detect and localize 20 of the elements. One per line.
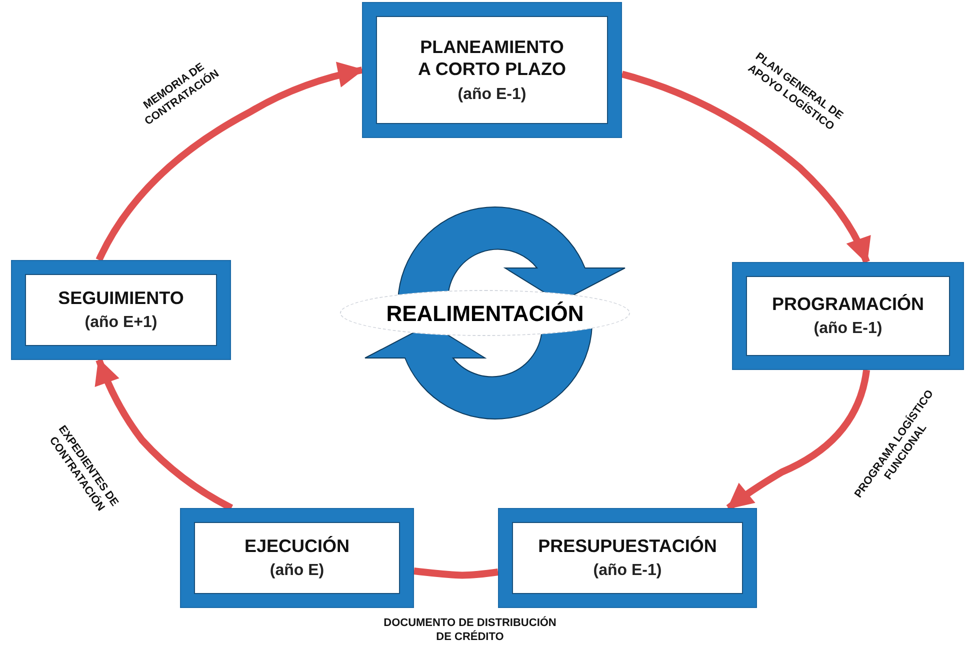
node-title: REALIMENTACIÓN (386, 300, 584, 328)
process-box (362, 2, 622, 138)
node-subtitle: (año E-1) (593, 561, 662, 582)
edge-label: DOCUMENTO DE DISTRIBUCIÓN DE CRÉDITO (382, 616, 558, 644)
node-subtitle: (año E-1) (814, 319, 882, 340)
node-title: EJECUCIÓN (244, 534, 350, 558)
process-box (732, 262, 964, 370)
node-subtitle: (año E) (270, 561, 324, 582)
node-title: SEGUIMIENTO (58, 286, 184, 310)
process-box (498, 508, 757, 608)
node-subtitle: (año E-1) (458, 84, 526, 104)
arrow (726, 369, 870, 511)
process-box (11, 260, 231, 360)
arrow (621, 70, 870, 264)
node-title: PROGRAMACIÓN (772, 292, 924, 316)
node-subtitle: (año E+1) (84, 313, 158, 334)
arrow (96, 62, 364, 262)
node-title: PRESUPUESTACIÓN (538, 534, 717, 558)
node-title: PLANEAMIENTO A CORTO PLAZO (417, 36, 567, 80)
process-box (180, 508, 414, 608)
